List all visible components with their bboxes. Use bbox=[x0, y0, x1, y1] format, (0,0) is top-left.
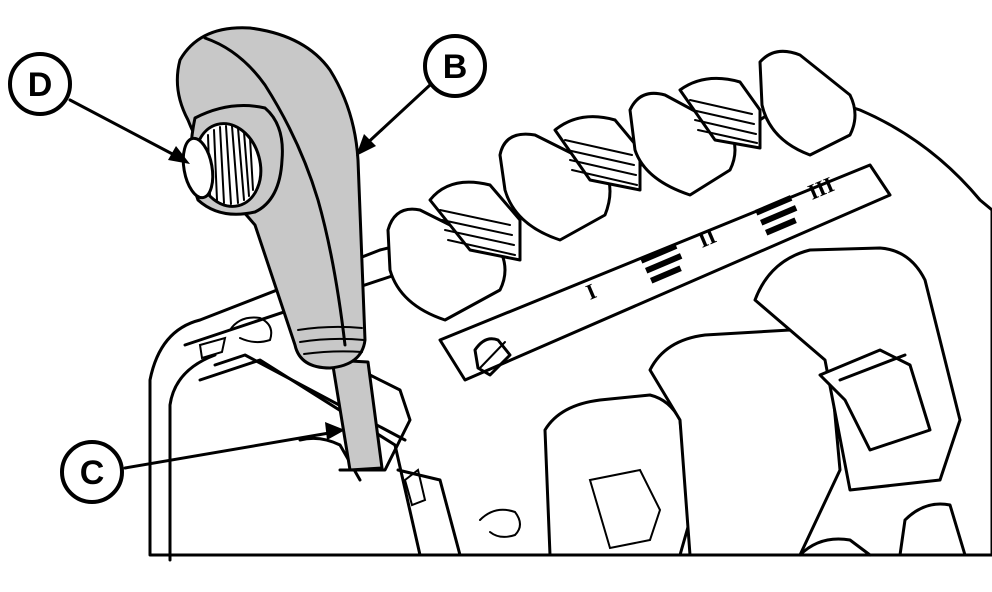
callout-label-d: D bbox=[28, 66, 53, 104]
callout-label-b: B bbox=[443, 48, 468, 86]
gear-symbol-2 bbox=[755, 195, 798, 236]
knob-thumb-button[interactable] bbox=[179, 104, 284, 216]
callout-c: C bbox=[60, 422, 345, 504]
callout-d: D bbox=[8, 52, 190, 164]
rear-lever-3[interactable] bbox=[628, 76, 762, 197]
front-lever-housings bbox=[479, 246, 967, 557]
rear-lever-1[interactable] bbox=[386, 180, 522, 322]
gear-decal-plate: I II III bbox=[438, 163, 892, 382]
rear-lever-4[interactable] bbox=[758, 49, 857, 157]
shift-lever-shaft[interactable] bbox=[330, 358, 384, 472]
rear-lever-2[interactable] bbox=[498, 115, 642, 242]
gear-symbol-1 bbox=[640, 243, 683, 284]
callout-b: B bbox=[356, 34, 487, 156]
callout-label-c: C bbox=[80, 454, 105, 492]
